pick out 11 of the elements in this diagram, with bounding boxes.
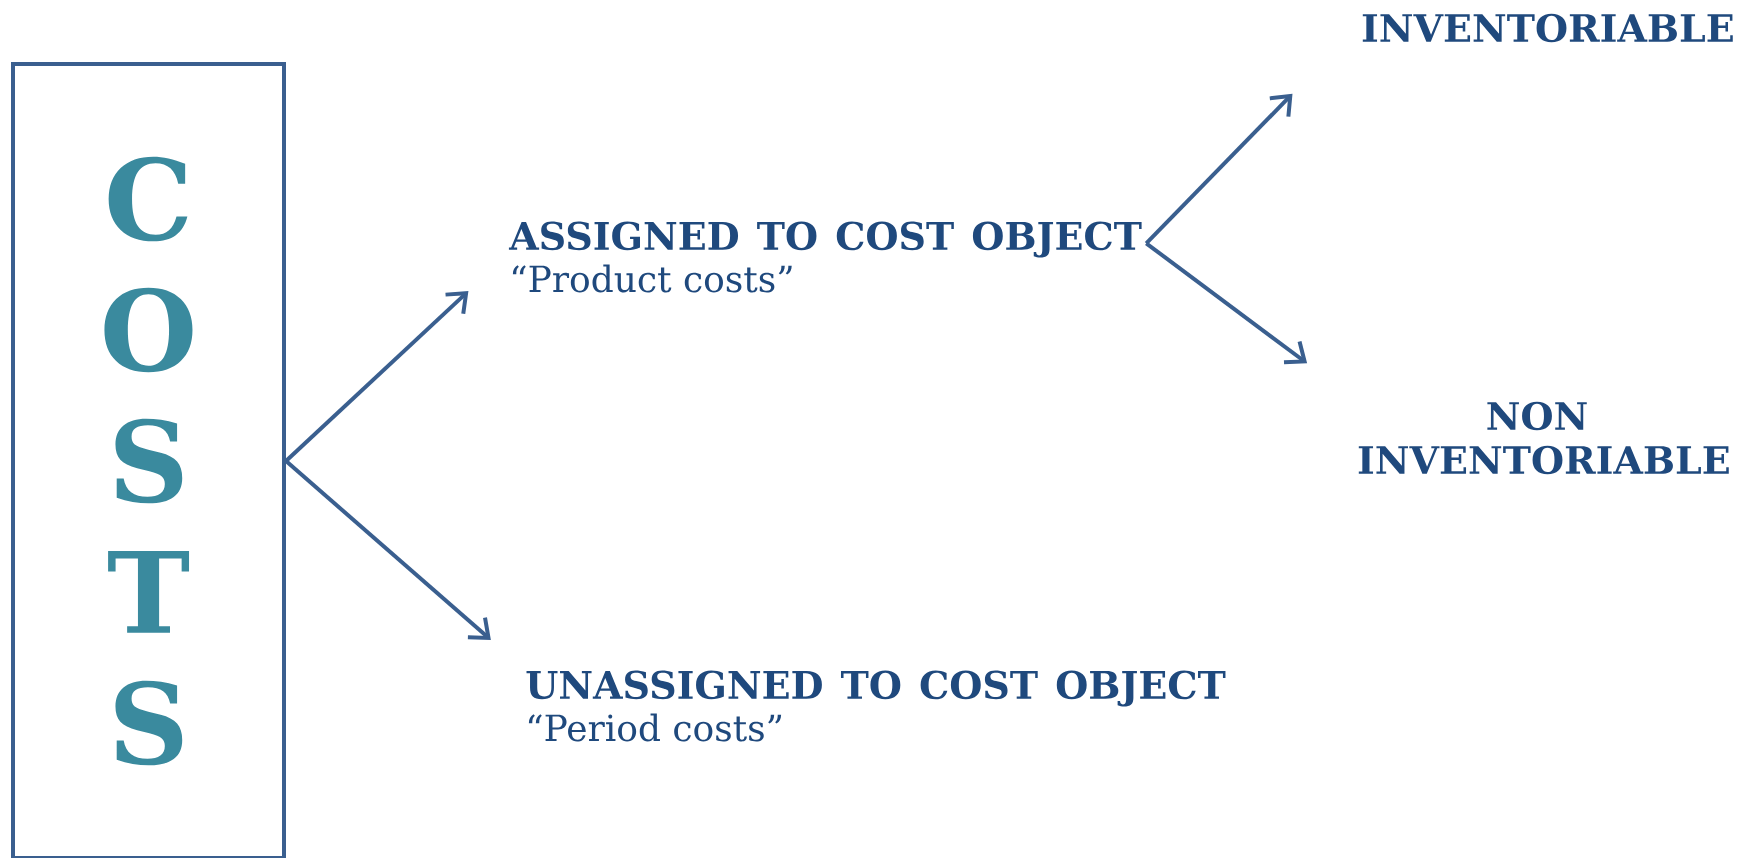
- arrow: [1145, 241, 1308, 365]
- costs-box: COSTS: [11, 62, 286, 858]
- heading: ASSIGNED TO COST OBJECT: [508, 221, 1142, 258]
- subtitle: “Period costs”: [528, 713, 782, 742]
- arrow: [284, 459, 491, 640]
- arrow: [1144, 93, 1293, 245]
- subtitle: “Product costs”: [512, 264, 792, 293]
- heading: INVENTORIABLE: [1362, 13, 1733, 43]
- arrow: [284, 291, 469, 463]
- heading: UNASSIGNED TO COST OBJECT: [526, 670, 1226, 707]
- heading: NON INVENTORIABLE: [1358, 401, 1729, 475]
